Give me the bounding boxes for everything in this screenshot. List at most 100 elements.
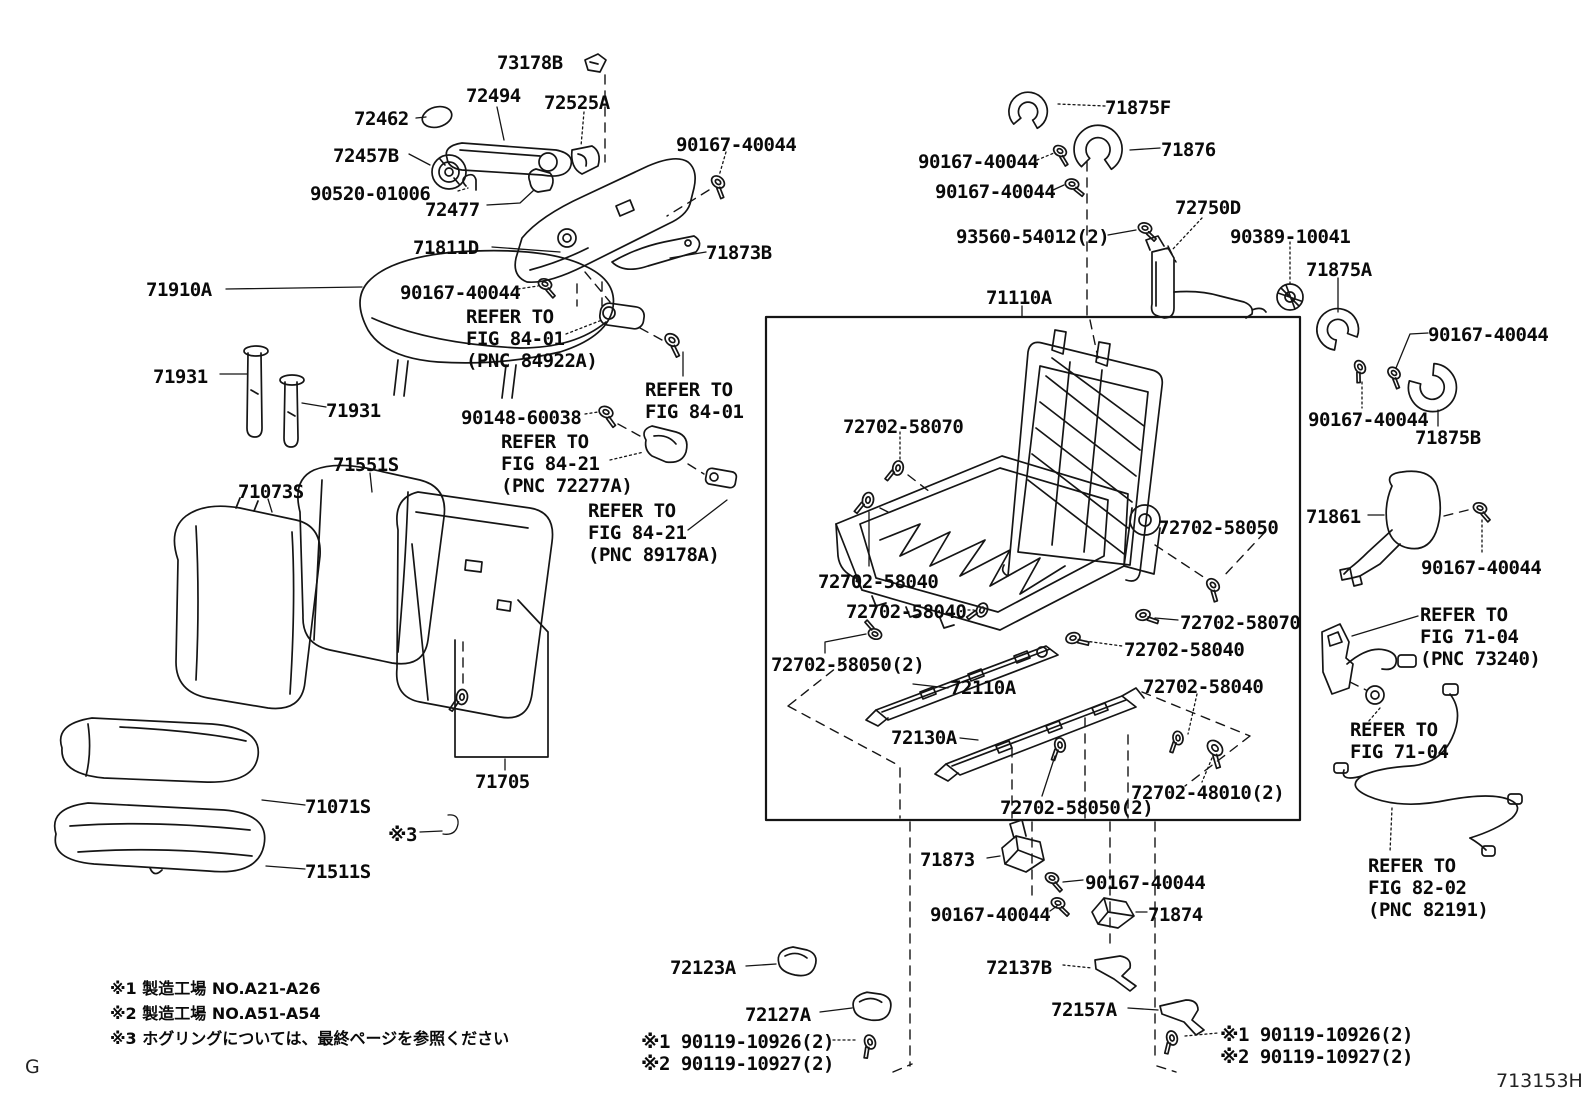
label-72477: 72477 [425,199,480,221]
handle-72494 [446,143,571,176]
wheel-72457b [432,155,466,189]
seatback-cover-71073s [174,498,320,708]
label-72702-58070-b: 72702-58070 [1180,612,1301,634]
label-71876: 71876 [1161,139,1216,161]
label-71511s: 71511S [305,861,371,883]
seat-frame-assembly [836,330,1162,630]
leader-lines [220,104,1482,1040]
label-71875b: 71875B [1415,427,1481,449]
headrest-71910a [360,251,613,398]
knob-72462 [420,103,454,130]
label-72494: 72494 [466,85,521,107]
clip-73178b [585,54,606,72]
refer-fig-84-21-pnc-72277a: REFER TO FIG 84-21 (PNC 72277A) [501,431,633,497]
label-90167-40044-g: 90167-40044 [1421,557,1542,579]
label-73178b: 73178B [497,52,563,74]
label-90119-10927-right: ※2 90119-10927(2) [1220,1046,1414,1068]
belt-buckle-pnc-73240 [1322,624,1416,694]
cover-71861 [1340,471,1440,586]
label-71874: 71874 [1148,904,1203,926]
label-71071s: 71071S [305,796,371,818]
bracket-71873 [1002,820,1044,872]
label-90520-01006: 90520-01006 [310,183,431,205]
wire-harness-pnc-82191 [1334,684,1522,856]
refer-fig-71-04: REFER TO FIG 71-04 [1350,719,1449,763]
label-72525a: 72525A [544,92,610,114]
label-90119-10926-left: ※1 90119-10926(2) [641,1031,835,1053]
figure-number: 713153H [1496,1070,1583,1092]
refer-fig-84-01: REFER TO FIG 84-01 [645,379,744,423]
footnote-1: ※1 製造工場 NO.A21-A26 [110,979,321,998]
label-72702-58040-b: 72702-58040 [846,601,967,623]
label-71705: 71705 [475,771,530,793]
label-90167-40044-f: 90167-40044 [1308,409,1429,431]
finish-strip-71873b [612,236,700,269]
label-90148-60038: 90148-60038 [461,407,582,429]
label-90167-40044-b: 90167-40044 [400,282,521,304]
label-72702-58050-a: 72702-58050 [1158,517,1279,539]
label-90167-40044-a: 90167-40044 [676,134,797,156]
label-72462: 72462 [354,108,409,130]
grommet-fig-71-04 [1366,686,1384,704]
clip-72137b [1095,956,1136,991]
label-90119-10927-left: ※2 90119-10927(2) [641,1053,835,1075]
page-letter: G [25,1056,40,1078]
label-72750d: 72750D [1175,197,1241,219]
label-71551s: 71551S [333,454,399,476]
label-71110a: 71110A [986,287,1052,309]
label-72702-58050-c: 72702-58050(2) [1000,797,1154,819]
label-72110a: 72110A [950,677,1016,699]
label-71861: 71861 [1306,506,1361,528]
label-71875f: 71875F [1105,97,1171,119]
refer-fig-82-02-pnc-82191: REFER TO FIG 82-02 (PNC 82191) [1368,855,1489,921]
label-71910a: 71910A [146,279,212,301]
dashed-lines [463,75,1468,1072]
seatback-board-71705 [397,492,553,757]
seat-rail-72110a [866,646,1058,726]
label-72702-58040-c: 72702-58040 [1124,639,1245,661]
connector-pnc-89178a [705,468,737,489]
bracket-72477 [529,169,553,192]
cylinder-pnc-84922a [599,302,646,330]
recliner-pnc-72277a [644,426,687,462]
assembly-box-71110a [766,317,1300,820]
label-72457b: 72457B [333,145,399,167]
label-90167-40044-e: 90167-40044 [1428,324,1549,346]
label-72127a: 72127A [745,1004,811,1026]
label-72130a: 72130A [891,727,957,749]
label-90167-40044-d: 90167-40044 [935,181,1056,203]
label-71931-left: 71931 [153,366,208,388]
footnote-2: ※2 製造工場 NO.A51-A54 [110,1004,321,1023]
refer-fig-84-21-pnc-89178a: REFER TO FIG 84-21 (PNC 89178A) [588,500,720,566]
hook-90520-01006 [463,175,476,190]
label-note3-mark: ※3 [388,824,417,846]
label-90167-40044-c: 90167-40044 [918,151,1039,173]
clip-72525a [572,146,599,174]
label-71873b: 71873B [706,242,772,264]
seatback-cover-71551s [298,465,445,663]
headrest-supports-71931 [244,346,304,447]
label-71875a: 71875A [1306,259,1372,281]
label-72123a: 72123A [670,957,736,979]
bracket-71874 [1092,898,1134,928]
label-72157a: 72157A [1051,999,1117,1021]
label-71811d: 71811D [413,237,479,259]
cushion-pad-71511s [55,803,265,874]
label-90389-10041: 90389-10041 [1230,226,1351,248]
label-72137b: 72137B [986,957,1052,979]
clip-72157a [1160,1000,1204,1035]
label-72702-58070-a: 72702-58070 [843,416,964,438]
refer-fig-71-04-pnc-73240: REFER TO FIG 71-04 (PNC 73240) [1420,604,1541,670]
label-72702-48010: 72702-48010(2) [1131,782,1285,804]
label-72702-58050-b: 72702-58050(2) [771,654,925,676]
label-72702-58040-d: 72702-58040 [1143,676,1264,698]
label-71931-right: 71931 [326,400,381,422]
seat-cushion-71071s [61,718,259,782]
side-shield-71811d [515,159,695,282]
label-90167-40044-i: 90167-40044 [930,904,1051,926]
label-71073s: 71073S [238,481,304,503]
label-90167-40044-h: 90167-40044 [1085,872,1206,894]
